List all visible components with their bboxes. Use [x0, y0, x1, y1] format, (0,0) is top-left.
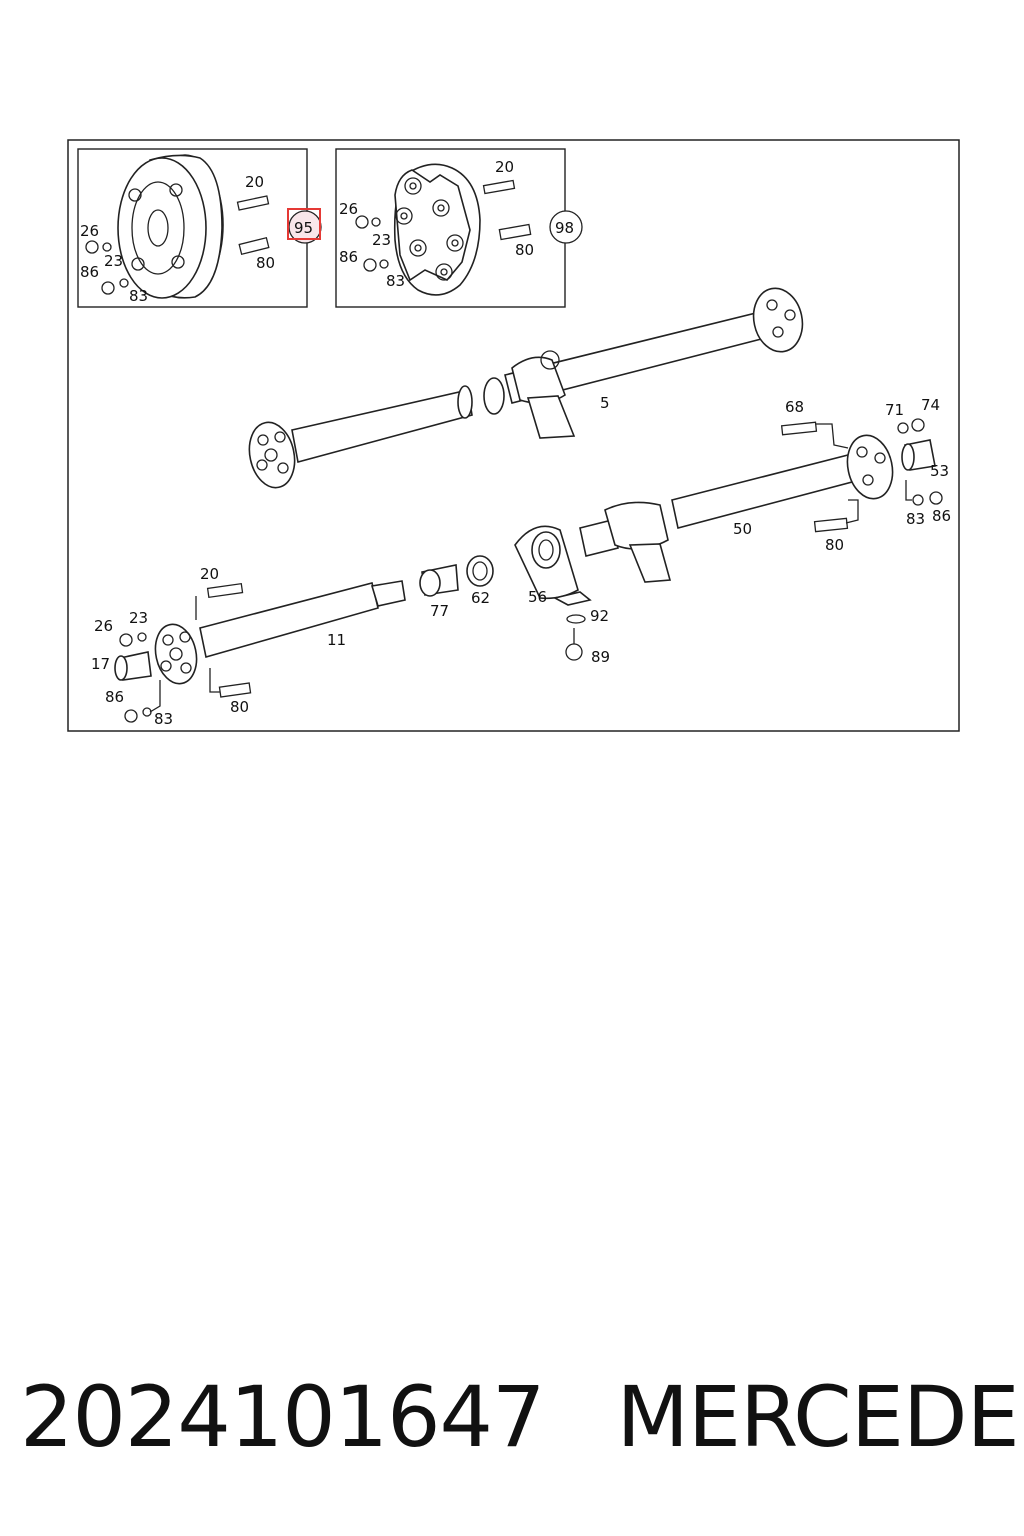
label-5: 5	[600, 394, 610, 412]
label-80: 80	[256, 254, 275, 272]
label-26: 26	[80, 222, 99, 240]
label-20: 20	[495, 158, 514, 176]
label-80: 80	[230, 698, 249, 716]
label-26: 26	[94, 617, 113, 635]
center-bearing-components	[419, 525, 592, 661]
inset-hex-coupling: 20 26 23 86 83 80	[335, 148, 566, 308]
label-20: 20	[200, 565, 219, 583]
label-89: 89	[591, 648, 610, 666]
label-62: 62	[471, 589, 490, 607]
label-23: 23	[129, 609, 148, 627]
rear-drive-shaft	[579, 418, 943, 583]
callout-98-text: 98	[555, 219, 574, 237]
label-77: 77	[430, 602, 449, 620]
callout-95[interactable]: 95	[287, 208, 322, 244]
callout-98[interactable]: 98	[549, 210, 583, 244]
label-50: 50	[733, 520, 752, 538]
label-80: 80	[825, 536, 844, 554]
label-11: 11	[327, 631, 346, 649]
label-83: 83	[129, 287, 148, 305]
label-83: 83	[154, 710, 173, 728]
label-86: 86	[932, 507, 951, 525]
label-26: 26	[339, 200, 358, 218]
callout-95-text: 95	[294, 219, 313, 237]
callout-95-highlight	[287, 208, 321, 240]
upper-drive-shaft	[248, 287, 804, 489]
inset-disc-coupling: 20 26 23 86 83 80	[77, 148, 308, 308]
label-56: 56	[528, 588, 547, 606]
label-92: 92	[590, 607, 609, 625]
diagram-frame	[67, 139, 960, 732]
label-53: 53	[930, 462, 949, 480]
brand-name: MERCEDES	[616, 1368, 1024, 1466]
label-68: 68	[785, 398, 804, 416]
label-83: 83	[386, 272, 405, 290]
label-83: 83	[906, 510, 925, 528]
label-23: 23	[372, 231, 391, 249]
label-86: 86	[80, 263, 99, 281]
label-80: 80	[515, 241, 534, 259]
caption: 2024101647 MERCEDES	[20, 1362, 1024, 1472]
label-74: 74	[921, 396, 940, 414]
label-86: 86	[339, 248, 358, 266]
part-number: 2024101647	[20, 1368, 545, 1466]
label-86: 86	[105, 688, 124, 706]
label-23: 23	[104, 252, 123, 270]
label-20: 20	[245, 173, 264, 191]
label-17: 17	[91, 655, 110, 673]
front-drive-shaft	[114, 580, 406, 723]
label-71: 71	[885, 401, 904, 419]
